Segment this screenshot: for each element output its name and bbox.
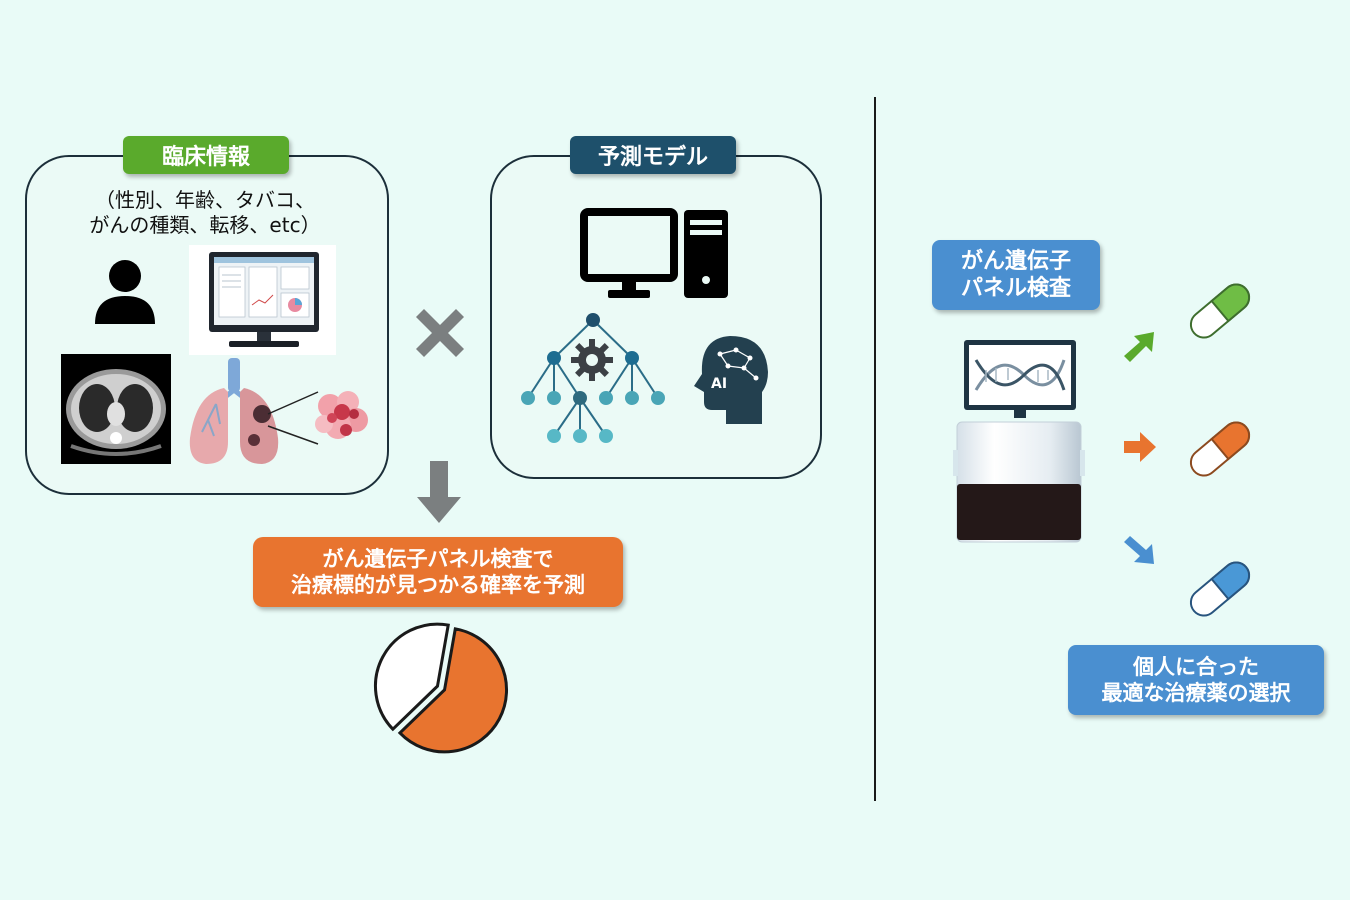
sequencer-icon [953,421,1085,543]
prediction-result-line2: 治療標的が見つかる確率を予測 [291,573,585,597]
capsule-orange-icon [1189,421,1251,477]
clinical-info-title-text: 臨床情報 [161,145,250,170]
multiply-icon [416,309,464,357]
gene-panel-line2: パネル検査 [960,276,1071,301]
clinical-note-line2: がんの種類、転移、etc） [89,213,321,237]
arrow-up-right-icon [1124,332,1154,362]
clinical-info-title: 臨床情報 [123,136,289,174]
dna-monitor-icon [964,340,1076,418]
ct-scan-icon [61,354,171,464]
person-icon [95,260,155,324]
pie-slice-rest [374,622,450,732]
ai-head-label: AI [711,376,728,392]
personalized-line1: 個人に合った [1133,654,1259,679]
prediction-result-box: がん遺伝子パネル検査で 治療標的が見つかる確率を予測 [253,537,623,607]
capsule-green-icon [1189,283,1251,339]
pie-slice-probability [397,627,508,754]
ehr-monitor-icon [189,245,336,355]
arrow-down-icon [417,461,461,523]
decision-tree-icon [521,313,665,443]
gene-panel-test-box: がん遺伝子 パネル検査 [932,240,1100,310]
arrow-right-icon [1124,432,1156,462]
prediction-model-title: 予測モデル [570,136,736,174]
clinical-note-line1: （性別、年齢、タバコ、 [95,188,315,212]
tumor-cells-icon [315,391,368,439]
probability-pie-chart [374,622,508,754]
lungs-icon [189,358,279,464]
section-divider [874,97,876,801]
prediction-model-title-text: 予測モデル [597,145,708,170]
computer-icon [580,208,728,298]
ai-head-icon [694,336,768,424]
personalized-line2: 最適な治療薬の選択 [1101,681,1291,705]
gear-icon [571,339,613,381]
prediction-result-line1: がん遺伝子パネル検査で [322,546,554,571]
gene-panel-line1: がん遺伝子 [960,248,1071,274]
personalized-treatment-box: 個人に合った 最適な治療薬の選択 [1068,645,1324,715]
tumor-pointer-lines [267,391,319,445]
arrow-down-right-icon [1124,536,1154,564]
capsule-blue-icon [1189,561,1251,617]
clinical-info-note: （性別、年齢、タバコ、 がんの種類、転移、etc） [30,188,380,238]
